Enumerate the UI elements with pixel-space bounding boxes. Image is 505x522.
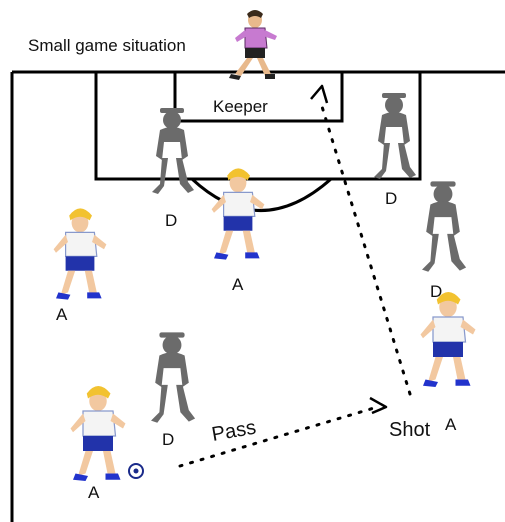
attacker-figure	[52, 207, 108, 301]
arrowheads	[310, 84, 388, 415]
attacker-label: A	[56, 305, 68, 324]
defender-figure	[151, 332, 196, 423]
pass-label: Pass	[210, 417, 258, 446]
attacker-figure	[211, 167, 265, 261]
shot-arrowhead	[310, 84, 329, 104]
defender-figure	[374, 93, 416, 179]
defender-label: D	[430, 282, 442, 301]
defender-label: D	[165, 211, 177, 230]
attacker-label: A	[445, 415, 457, 434]
shot-label: Shot	[389, 419, 431, 441]
diagram-title: Small game situation	[28, 36, 186, 55]
attacker-figure	[419, 291, 477, 388]
defender-label: D	[162, 430, 174, 449]
pass-arrowhead	[369, 396, 388, 415]
keeper-label: Keeper	[213, 97, 268, 116]
attacker-figure	[69, 385, 127, 482]
penalty-area	[94, 70, 422, 181]
attacker-label: A	[232, 275, 244, 294]
soccer-ball-icon	[128, 463, 144, 479]
goal-area	[173, 70, 344, 123]
defender-figure	[422, 181, 467, 272]
defender-label: D	[385, 189, 397, 208]
keeper-figure	[229, 10, 277, 80]
pitch	[10, 70, 505, 522]
attacker-label: A	[88, 483, 100, 502]
shot-path	[178, 98, 412, 468]
shot-dotted-line	[318, 98, 412, 396]
pass-dotted-line	[178, 406, 376, 468]
penalty-arc	[190, 177, 332, 212]
